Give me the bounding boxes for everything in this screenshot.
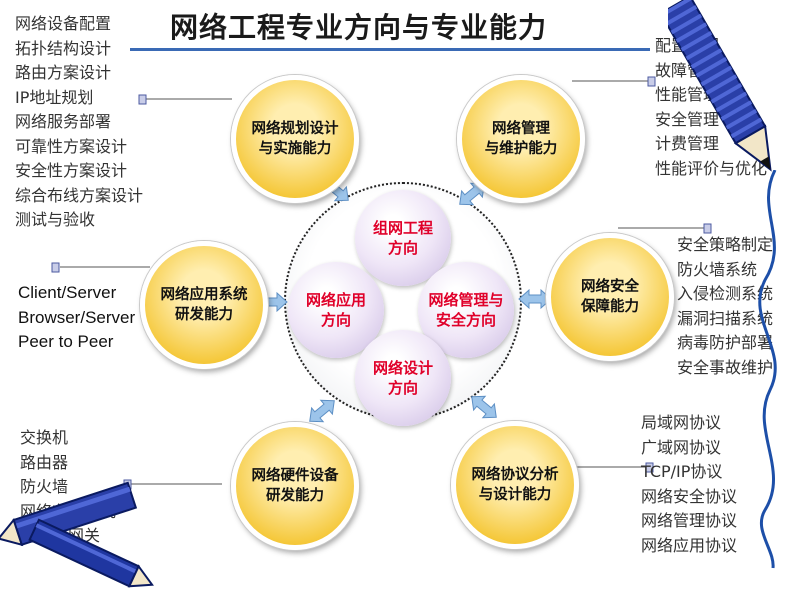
page-title: 网络工程专业方向与专业能力 — [170, 11, 548, 44]
list-item: 病毒防护部署 — [677, 333, 774, 352]
list-item: 防火墙系统 — [677, 259, 758, 279]
list-item: 安全性方案设计 — [15, 161, 128, 180]
topic-networking-label: 组网工程 方向 — [372, 219, 433, 257]
ability-protocol: 网络协议分析 与设计能力 — [451, 421, 579, 549]
ability-security-label: 网络安全 保障能力 — [581, 279, 639, 315]
ability-protocol-label: 网络协议分析 与设计能力 — [471, 467, 559, 503]
list-planning: 网络设备配置 拓扑结构设计 路由方案设计 IP地址规划 网络服务部署 可靠性方案… — [15, 12, 143, 233]
ability-app-dev-label: 网络应用系统 研发能力 — [160, 287, 248, 323]
ability-management-label: 网络管理 与维护能力 — [484, 121, 558, 157]
list-item: 局域网协议 — [641, 413, 722, 432]
list-item: Peer to Peer — [18, 332, 114, 351]
ability-planning: 网络规划设计 与实施能力 — [231, 75, 359, 203]
list-item: Browser/Server — [18, 307, 136, 327]
list-app-dev: Client/Server Browser/Server Peer to Pee… — [18, 280, 135, 354]
list-item: 路由器 — [20, 452, 69, 472]
ability-hardware: 网络硬件设备 研发能力 — [231, 422, 359, 550]
topic-design: 网络设计 方向 — [355, 330, 451, 426]
topic-design-label: 网络设计 方向 — [372, 359, 433, 397]
list-item: 测试与验收 — [15, 210, 96, 229]
topic-application: 网络应用 方向 — [288, 262, 384, 358]
list-item: 漏洞扫描系统 — [677, 308, 774, 328]
list-item: 性能管理 — [655, 85, 720, 104]
list-item: TCP/IP协议 — [641, 462, 723, 481]
list-item: 安全管理 — [655, 109, 720, 129]
list-item: 安全事故维护 — [677, 357, 774, 377]
ability-planning-label: 网络规划设计 与实施能力 — [251, 121, 339, 157]
list-item: 入侵检测系统 — [677, 284, 774, 303]
list-item: 网络管理协议 — [641, 511, 738, 530]
list-item: 交换机 — [20, 428, 69, 447]
list-item: 综合布线方案设计 — [15, 185, 144, 205]
list-item: 网络安全协议 — [641, 486, 738, 506]
list-item: 计费管理 — [655, 134, 720, 153]
scribble-line — [758, 170, 777, 569]
list-item: 可靠性方案设计 — [15, 136, 128, 156]
ability-app-dev: 网络应用系统 研发能力 — [140, 241, 268, 369]
list-security: 安全策略制定 防火墙系统 入侵检测系统 漏洞扫描系统 病毒防护部署 安全事故维护 — [677, 233, 773, 380]
list-item: 路由方案设计 — [15, 63, 112, 82]
ability-security: 网络安全 保障能力 — [546, 233, 674, 361]
list-item: 网络设备配置 — [15, 14, 112, 33]
topic-networking: 组网工程 方向 — [355, 190, 451, 286]
list-item: 防火墙 — [20, 477, 69, 496]
list-item: 安全策略制定 — [677, 235, 774, 254]
list-item: 网络服务部署 — [15, 112, 112, 131]
ability-hardware-label: 网络硬件设备 研发能力 — [251, 468, 339, 504]
title-underline — [130, 48, 650, 51]
arrow-protocol — [465, 389, 503, 425]
topic-application-label: 网络应用 方向 — [305, 291, 366, 329]
topic-management-security-label: 网络管理与 安全方向 — [428, 291, 504, 329]
pencil-icon — [0, 481, 154, 588]
list-item: 性能评价与优化 — [655, 158, 768, 178]
list-item: 广域网协议 — [641, 437, 722, 457]
list-protocol: 局域网协议 广域网协议 TCP/IP协议 网络安全协议 网络管理协议 网络应用协… — [641, 411, 737, 558]
ability-management: 网络管理 与维护能力 — [457, 75, 585, 203]
list-item: Client/Server — [18, 283, 117, 302]
list-item: 网络应用协议 — [641, 535, 738, 555]
list-item: IP地址规划 — [15, 87, 94, 107]
list-item: 拓扑结构设计 — [15, 38, 112, 58]
pencil-icon — [668, 0, 772, 172]
